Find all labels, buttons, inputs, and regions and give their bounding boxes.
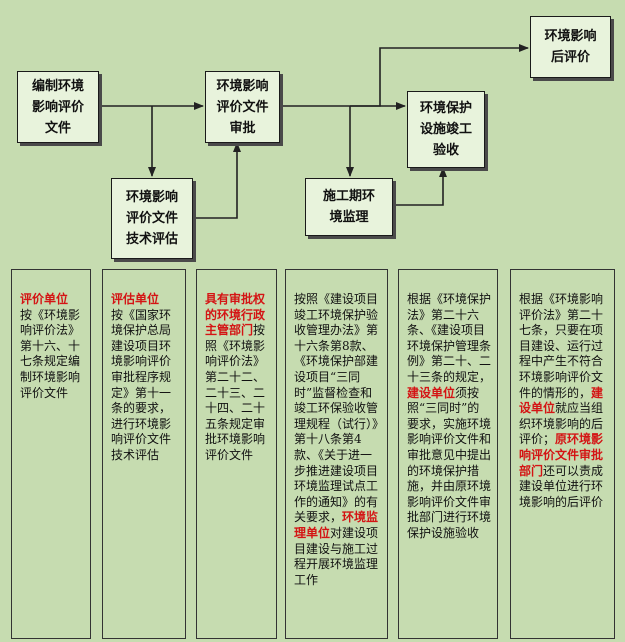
column-text: 按照《建设项目竣工环境保护验收管理办法》第十六条第8款、《环境保护部建设项目“三… <box>294 292 381 588</box>
column-post-assessment: 根据《环境影响评价法》第二十七条，只要在项目建设、运行过程中产生不符合环境影响评… <box>510 269 615 639</box>
body-text: 根据《环境保护法》第二十六条、《建设项目环境保护管理条例》第二十、二十三条的规定… <box>407 292 492 384</box>
column-text: 根据《环境影响评价法》第二十七条，只要在项目建设、运行过程中产生不符合环境影响评… <box>519 292 608 510</box>
body-text: 对建设项目建设与施工过程开展环境监理工作 <box>294 525 379 587</box>
body-text: 根据《环境影响评价法》第二十七条，只要在项目建设、运行过程中产生不符合环境影响评… <box>519 292 604 400</box>
highlight: 原环境影响评价文件审批部门 <box>519 432 604 478</box>
node-prepare-eia-label: 编制环境 影响评价 文件 <box>31 78 84 136</box>
arrow-approval-to-post <box>280 44 529 107</box>
node-post-assessment-label: 环境影响 后评价 <box>544 29 597 65</box>
node-construction-monitoring-label: 施工期环 境监理 <box>322 189 375 225</box>
highlight: 评价单位 <box>20 292 69 306</box>
node-eia-approval-label: 环境影响 评价文件 审批 <box>216 78 269 136</box>
arrow-review-to-approval <box>193 142 241 219</box>
node-eia-tech-review-label: 环境影响 评价文件 技术评估 <box>125 190 178 247</box>
column-text: 评价单位 按《环境影响评价法》第十六、十七条规定编制环境影响评价文件 <box>20 292 84 401</box>
highlight: 建设单位 <box>519 385 604 416</box>
body-text: 按照《建设项目竣工环境保护验收管理办法》第十六条第8款、《环境保护部建设项目“三… <box>294 292 379 525</box>
column-monitoring: 按照《建设项目竣工环境保护验收管理办法》第十六条第8款、《环境保护部建设项目“三… <box>285 269 388 639</box>
body-text: 按照《环境影响评价法》第二十二、二十三、二十四、二十五条规定审批环境影响评价文件 <box>205 323 266 462</box>
column-eia-unit: 评价单位 按《环境影响评价法》第十六、十七条规定编制环境影响评价文件 <box>11 269 91 639</box>
node-protection-acceptance-label: 环境保护 设施竣工 验收 <box>419 101 472 158</box>
column-text: 评估单位 按《国家环境保护总局建设项目环境影响评价审批程序规定》第十一条的要求，… <box>111 292 179 464</box>
highlight: 评估单位 <box>111 292 160 306</box>
column-acceptance: 根据《环境保护法》第二十六条、《建设项目环境保护管理条例》第二十、二十三条的规定… <box>398 269 498 639</box>
node-prepare-eia: 编制环境 影响评价 文件 <box>17 71 99 143</box>
highlight: 环境监理单位 <box>294 510 379 540</box>
body-text: 按《环境影响评价法》第十六、十七条规定编制环境影响评价文件 <box>20 307 81 400</box>
arrow-monitoring-to-acceptance <box>393 167 447 206</box>
column-assessment-unit: 评估单位 按《国家环境保护总局建设项目环境影响评价审批程序规定》第十一条的要求，… <box>102 269 186 639</box>
body-text: 就应当组织环境影响的后评价； <box>519 401 604 447</box>
highlight: 具有审批权的环境行政主管部门 <box>205 292 266 338</box>
body-text: 还可以责成建设单位进行环境影响的后评价 <box>519 463 604 509</box>
node-protection-acceptance: 环境保护 设施竣工 验收 <box>407 91 485 168</box>
node-post-assessment: 环境影响 后评价 <box>530 16 611 78</box>
body-text: 按《国家环境保护总局建设项目环境影响评价审批程序规定》第十一条的要求，进行环境影… <box>111 307 172 462</box>
column-approval-authority: 具有审批权的环境行政主管部门按照《环境影响评价法》第二十二、二十三、二十四、二十… <box>196 269 277 639</box>
node-construction-monitoring: 施工期环 境监理 <box>305 178 393 236</box>
column-text: 根据《环境保护法》第二十六条、《建设项目环境保护管理条例》第二十、二十三条的规定… <box>407 292 491 542</box>
node-eia-tech-review: 环境影响 评价文件 技术评估 <box>111 178 193 259</box>
body-text: 须按照“三同时”的要求，实施环境影响评价文件和审批意见中提出的环境保护措施，并由… <box>407 385 492 540</box>
highlight: 建设单位 <box>407 385 456 400</box>
column-text: 具有审批权的环境行政主管部门按照《环境影响评价法》第二十二、二十三、二十四、二十… <box>205 292 270 464</box>
node-eia-approval: 环境影响 评价文件 审批 <box>205 71 280 143</box>
